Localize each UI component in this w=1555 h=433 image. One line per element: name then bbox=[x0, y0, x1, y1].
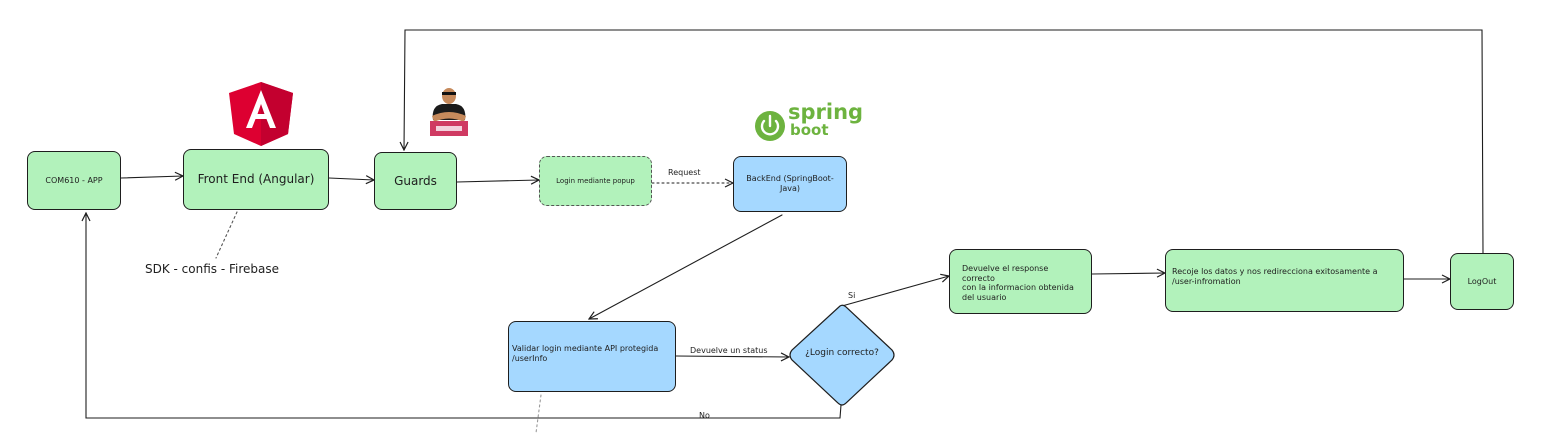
edge-label-request: Request bbox=[668, 168, 701, 177]
node-guards[interactable]: Guards bbox=[374, 152, 457, 210]
spring-word: spring bbox=[788, 100, 864, 124]
edge-response-to-recoje bbox=[1091, 273, 1165, 274]
angular-logo bbox=[229, 82, 293, 146]
edge-backend-to-validar bbox=[589, 214, 783, 319]
node-backend[interactable]: BackEnd (SpringBoot-Java) bbox=[733, 156, 847, 212]
edge-decision-yes bbox=[841, 276, 949, 307]
edge-label-no: No bbox=[699, 411, 710, 420]
node-validar-login[interactable]: Validar login mediante API protegida /us… bbox=[508, 321, 676, 392]
node-devuelve-response[interactable]: Devuelve el response correcto con la inf… bbox=[949, 249, 1092, 314]
validar-note-link bbox=[535, 394, 542, 433]
guards-bouncer-image bbox=[427, 86, 471, 136]
edge-decision-no-to-app bbox=[86, 213, 842, 419]
node-front-end[interactable]: Front End (Angular) bbox=[183, 149, 329, 210]
spring-boot-wordmark: spring boot bbox=[788, 100, 864, 139]
edge-app-to-frontend bbox=[120, 176, 183, 178]
edge-label-si: Si bbox=[848, 291, 856, 300]
edge-guards-to-popup bbox=[456, 180, 539, 182]
decision-label: ¿Login correcto? bbox=[805, 348, 879, 358]
edge-validar-to-decision bbox=[675, 356, 789, 357]
edge-logout-loop-to-guards bbox=[404, 29, 1484, 254]
boot-word: boot bbox=[790, 120, 829, 139]
node-recoje-datos[interactable]: Recoje los datos y nos redirecciona exit… bbox=[1165, 249, 1404, 312]
node-com610-app[interactable]: COM610 - APP bbox=[27, 151, 121, 210]
decision-diamond[interactable] bbox=[789, 304, 895, 406]
sdk-note-link bbox=[215, 211, 238, 259]
node-logout[interactable]: LogOut bbox=[1450, 253, 1514, 310]
sdk-note: SDK - confis - Firebase bbox=[145, 262, 280, 276]
edge-label-devuelve-status: Devuelve un status bbox=[690, 346, 768, 355]
edge-frontend-to-guards bbox=[328, 178, 374, 180]
node-login-popup[interactable]: Login mediante popup bbox=[539, 156, 652, 206]
spring-power-icon bbox=[755, 111, 785, 141]
